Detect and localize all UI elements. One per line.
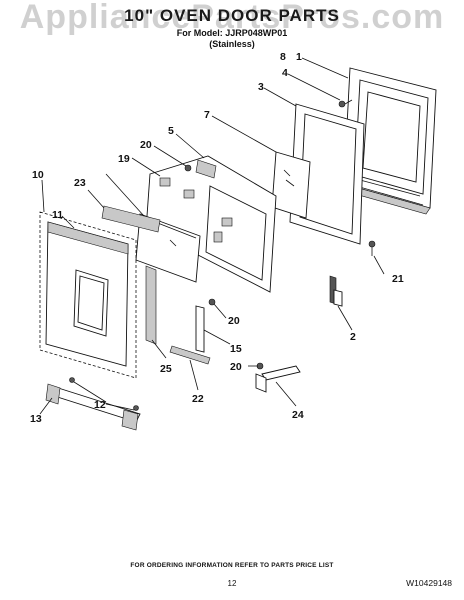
page-number: 12 — [227, 579, 237, 588]
part-23-top-trim — [101, 205, 161, 233]
part-25-vertical-trim — [145, 265, 157, 345]
callout-20-low: 20 — [230, 361, 242, 373]
callout-20-mid: 20 — [228, 315, 240, 327]
part-1-door-liner — [340, 67, 437, 215]
part-20-screw-top — [184, 164, 192, 172]
callout-20-top: 20 — [140, 139, 152, 151]
document-id: W10429148 — [406, 578, 452, 588]
callout-12: 12 — [94, 399, 106, 411]
variant-label: (Stainless) — [209, 39, 255, 49]
part-10-outer-door-assembly — [39, 211, 137, 379]
callout-3: 3 — [258, 81, 264, 93]
callout-5: 5 — [168, 125, 174, 137]
callout-24: 24 — [292, 409, 304, 421]
callout-7: 7 — [204, 109, 210, 121]
page-title: 10" OVEN DOOR PARTS — [124, 6, 340, 25]
callout-11: 11 — [52, 209, 63, 221]
callout-25: 25 — [160, 363, 172, 375]
ordering-note: FOR ORDERING INFORMATION REFER TO PARTS … — [130, 562, 334, 569]
callout-8: 8 — [280, 51, 286, 63]
callout-10: 10 — [32, 169, 44, 181]
part-21-screw — [368, 240, 376, 256]
part-11-outer-door — [45, 221, 129, 367]
part-20-screw-mid — [208, 298, 216, 306]
part-15-bracket — [195, 305, 205, 353]
part-24-hinge-bracket — [255, 365, 301, 393]
part-5-bracket — [195, 159, 217, 179]
callout-4: 4 — [282, 67, 288, 79]
part-7-insulation — [135, 213, 201, 283]
callout-1: 1 — [296, 51, 302, 63]
callout-21: 21 — [392, 273, 404, 285]
part-4-glass-frame — [289, 103, 365, 245]
watermark: AppliancePartsPros.com — [19, 0, 445, 36]
part-19-inner-panel — [145, 155, 277, 293]
model-label: For Model: JJRP048WP01 — [176, 28, 288, 38]
part-12-screws — [69, 377, 139, 411]
part-22-bottom-trim — [169, 345, 211, 365]
leader-lines — [39, 57, 385, 415]
callout-15: 15 — [230, 343, 242, 355]
callout-22: 22 — [192, 393, 204, 405]
part-13-handle — [45, 383, 141, 431]
callout-19: 19 — [118, 153, 130, 165]
part-3-glass-panel — [271, 151, 311, 219]
part-8-screw — [338, 99, 353, 108]
callout-13: 13 — [30, 413, 42, 425]
callout-23: 23 — [74, 177, 86, 189]
callout-2: 2 — [350, 331, 356, 343]
part-2-hinge — [329, 275, 343, 307]
